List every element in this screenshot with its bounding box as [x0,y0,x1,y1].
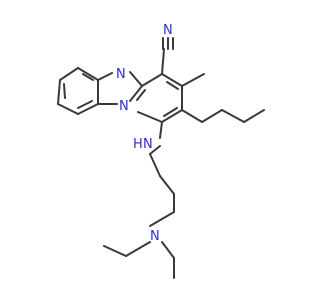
diethyl-n-label: N [150,229,160,244]
fused-core [97,71,183,123]
ring-n-bridge-label: N [119,99,129,114]
butyl-chain [181,109,265,123]
amine-linker [149,121,175,213]
nitrile-n-label: N [163,23,173,38]
molecule-structure: N N N H N N [57,23,265,279]
amine-h-label: H [133,137,143,152]
nitrile-group: N [161,23,174,75]
methyl-group [181,73,205,87]
benzene-ring [57,67,99,115]
ring-n-top-label: N [116,67,126,82]
amine-n-label: N [143,137,153,152]
diethylamino-group [103,211,175,279]
